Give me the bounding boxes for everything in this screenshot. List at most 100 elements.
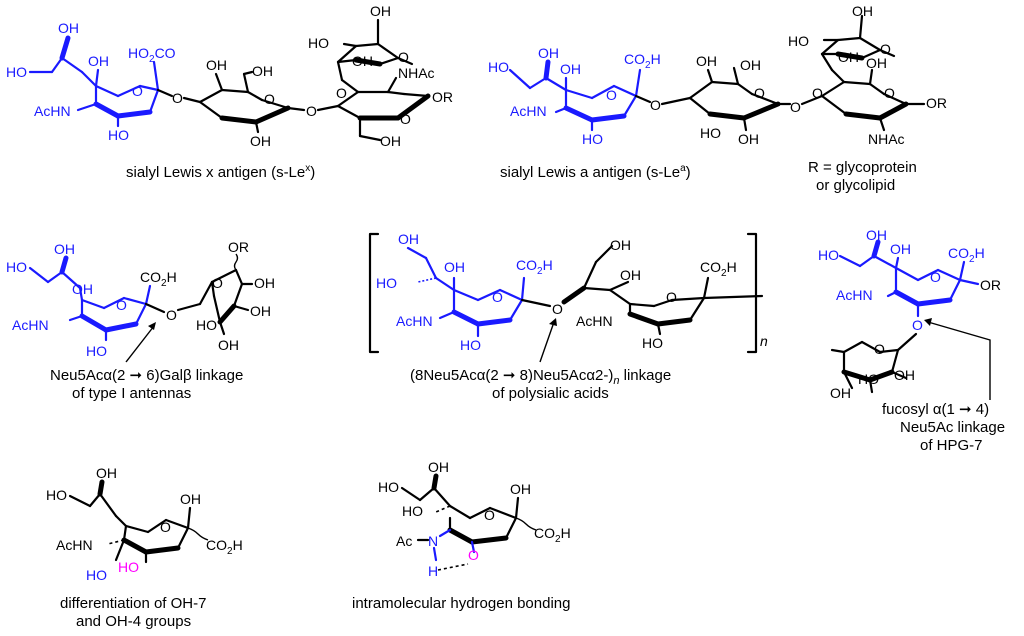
polysialic-caption-line1: (8Neu5Acα(2 ➞ 8)Neu5Acα2-)n linkage: [410, 367, 671, 387]
slea-oh-1: OH: [538, 45, 559, 61]
hbond-ac: Ac: [396, 533, 412, 549]
slex-gal-ring-o: O: [264, 91, 275, 107]
hpg7-oh-2: OH: [890, 241, 911, 257]
slea-gal-oh-1: OH: [696, 53, 717, 69]
slex-fuc-oh-2: OH: [352, 53, 373, 69]
slex-ho-2: HO: [108, 127, 129, 143]
slea-ho-1: HO: [488, 59, 509, 75]
hbond-oh-1: OH: [428, 459, 449, 475]
slea-gal-oh-3: OH: [738, 131, 759, 147]
polysialic-left-bracket: [368, 232, 380, 354]
type1-ring-o: O: [116, 297, 127, 313]
hbond-n: N: [428, 533, 438, 549]
slea-ho-2: HO: [582, 131, 603, 147]
slea-or: OR: [926, 95, 947, 111]
type1-gal-oh-2: OH: [250, 303, 271, 319]
hbond-h: H: [428, 563, 438, 579]
slea-gal-oh-2: OH: [740, 57, 761, 73]
slex-ho-1: HO: [6, 64, 27, 80]
slea-link-o3: O: [812, 85, 823, 101]
oh7-ring-o: O: [160, 519, 171, 535]
hpg7-fuc-oh-2: OH: [894, 367, 915, 383]
hpg7-caption-line2: Neu5Ac linkage: [900, 419, 1005, 436]
slex-glcnac-unit: [316, 18, 431, 142]
type1-arrow: [125, 325, 155, 363]
slea-achn: AcHN: [510, 103, 547, 119]
hpg7-neu5ac-unit: [838, 239, 980, 318]
polysialic-link-o: O: [552, 301, 563, 317]
oh7-magenta-ho: HO: [118, 559, 139, 575]
slea-fuc-oh-2: OH: [838, 49, 859, 65]
slea-fuc-ho: HO: [788, 33, 809, 49]
polysialic-co2h-1: CO2H: [516, 257, 553, 277]
oh7-oh-2: OH: [180, 491, 201, 507]
polysialic-ring-o-1: O: [492, 289, 503, 305]
slex-gal-unit: [156, 70, 306, 134]
slex-link-o3: O: [336, 85, 347, 101]
slea-structure: HO OH OH AcHN HO O CO2H O OH OH O HO OH …: [488, 3, 947, 147]
oh7-caption-line2: and OH-4 groups: [76, 613, 191, 630]
type1-or: OR: [228, 239, 249, 255]
slex-nhac: NHAc: [398, 65, 435, 81]
type1-arrowhead: [148, 322, 156, 330]
polysialic-achn-2: AcHN: [576, 313, 613, 329]
slea-nhac: NHAc: [868, 131, 905, 147]
polysialic-n: n: [760, 333, 768, 349]
oh7-achn: AcHN: [56, 537, 93, 553]
slex-caption: sialyl Lewis x antigen (s-Lex): [126, 163, 315, 181]
type1-achn: AcHN: [12, 317, 49, 333]
slea-neu5ac-unit: [508, 59, 642, 132]
type1-ho-1: HO: [6, 259, 27, 275]
slea-caption: sialyl Lewis a antigen (s-Lea): [500, 163, 691, 181]
slea-co2h: CO2H: [624, 51, 661, 71]
slex-link-o2: O: [306, 103, 317, 119]
type1-structure: HO OH OH AcHN HO O CO2H O OR O OH OH HO …: [6, 239, 275, 363]
type1-gal-ho: HO: [196, 317, 217, 333]
slea-glcnac-oh: OH: [866, 55, 887, 71]
hpg7-fuc-ho: HO: [858, 371, 879, 387]
polysialic-co2h-2: CO2H: [700, 259, 737, 279]
slex-fuc-ring-o: O: [398, 49, 409, 65]
polysialic-unit-1: [406, 246, 526, 338]
polysialic-oh-4: OH: [620, 267, 641, 283]
oh7-oh-1: OH: [96, 465, 117, 481]
oh7-ho-1: HO: [46, 487, 67, 503]
polysialic-ho-1: HO: [376, 275, 397, 291]
polysialic-unit-2: [520, 244, 764, 336]
slex-gal-oh-1: OH: [206, 57, 227, 73]
hpg7-ho-1: HO: [818, 247, 839, 263]
type1-caption-line1: Neu5Acα(2 ➞ 6)Galβ linkage: [50, 367, 243, 384]
oh7-neu5ac-unit: [68, 479, 209, 564]
slex-glcnac-ring-o: O: [400, 111, 411, 127]
hpg7-fuc-ring-o: O: [874, 341, 885, 357]
slea-glcnac-unit: [800, 14, 926, 132]
polysialic-structure: OH HO OH AcHN HO O CO2H O OH OH: [368, 231, 768, 363]
hpg7-fuc-oh-1: OH: [830, 385, 851, 401]
hpg7-fuc-unit: [830, 332, 918, 394]
slex-oh-2: OH: [88, 53, 109, 69]
slea-fuc-oh-1: OH: [852, 3, 873, 19]
r-definition-line1: R = glycoprotein: [808, 159, 917, 176]
hpg7-structure: HO OH OH AcHN O CO2H OR O O OH HO OH: [818, 227, 1001, 401]
oh7-co2h: CO2H: [206, 537, 243, 557]
type1-gal-oh-3: OH: [218, 337, 239, 353]
slex-gal-oh-3: OH: [250, 133, 271, 149]
slex-achn: AcHN: [34, 103, 71, 119]
slea-link-o1: O: [650, 97, 661, 113]
slex-ring-o: O: [132, 83, 143, 99]
polysialic-oh-3: OH: [610, 237, 631, 253]
hpg7-link-o: O: [912, 317, 923, 333]
slea-ring-o: O: [606, 87, 617, 103]
type1-neu5ac-unit: [28, 255, 152, 342]
hbond-structure: HO OH OH HO O CO2H Ac N H O: [378, 459, 571, 579]
type1-caption-line2: of type I antennas: [72, 385, 191, 402]
polysialic-ring-o-2: O: [666, 289, 677, 305]
polysialic-oh-2: OH: [444, 259, 465, 275]
oh7-structure: HO OH OH O CO2H AcHN HO HO: [46, 465, 243, 583]
type1-gal-oh-1: OH: [254, 275, 275, 291]
polysialic-ho-2: HO: [460, 337, 481, 353]
hbond-co2h: CO2H: [534, 525, 571, 545]
hbond-ho-2: HO: [402, 503, 423, 519]
slex-or: OR: [432, 89, 453, 105]
polysialic-arrow: [539, 321, 555, 363]
